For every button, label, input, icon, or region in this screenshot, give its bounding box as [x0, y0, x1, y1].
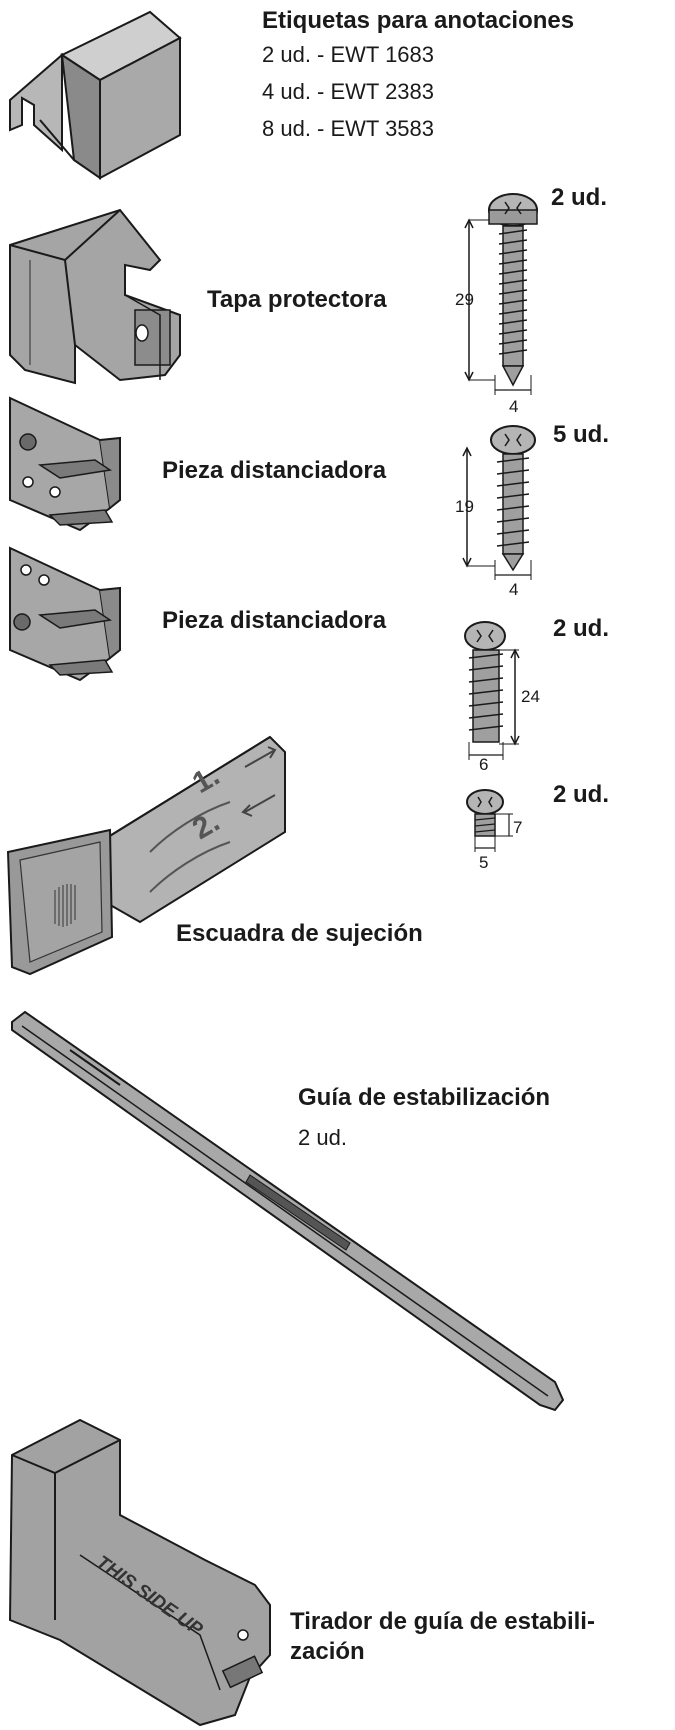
spacer-1-label: Pieza distanciadora [162, 457, 387, 484]
label-strip-illustration [9, 10, 182, 180]
labels-panel-title: Etiquetas para anotaciones [262, 7, 575, 34]
stabilizer-guide-qty: 2 ud. [298, 1125, 347, 1150]
mounting-bracket-label: Escuadra de sujeción [176, 920, 423, 947]
labels-line-1: 2 ud. - EWT 1683 [262, 42, 435, 67]
labels-line-2: 4 ud. - EWT 2383 [262, 79, 435, 104]
mounting-bracket-illustration: 1. 2. [6, 735, 286, 976]
screw-24x6-illustration: 24 6 [464, 621, 540, 772]
stabilizer-guide-title: Guía de estabilización [298, 1084, 551, 1111]
stabilizer-puller-label-line-1: Tirador de guía de estabili- [290, 1608, 595, 1635]
screw-2-length: 19 [455, 497, 474, 516]
screw-4-qty: 2 ud. [553, 781, 610, 808]
screw-1-qty: 2 ud. [551, 184, 608, 211]
screw-29x4-illustration: 29 4 [455, 193, 538, 416]
screw-4-diameter: 5 [479, 853, 488, 872]
spacer-2-label: Pieza distanciadora [162, 607, 387, 634]
spacer-1-illustration [9, 396, 121, 532]
screw-2-diameter: 4 [509, 580, 518, 599]
protective-cap-illustration [9, 208, 181, 385]
protective-cap-label: Tapa protectora [207, 286, 387, 313]
screw-1-diameter: 4 [509, 397, 518, 416]
screw-3-diameter: 6 [479, 755, 488, 772]
screw-2-qty: 5 ud. [553, 421, 610, 448]
screw-4-length: 7 [513, 818, 522, 837]
stabilizer-guide-illustration [11, 1010, 565, 1412]
spacer-2-illustration [9, 546, 121, 682]
stabilizer-puller-label-line-2: zación [290, 1638, 365, 1665]
screw-19x4-illustration: 19 4 [455, 425, 536, 599]
labels-line-3: 8 ud. - EWT 3583 [262, 116, 435, 141]
screw-1-length: 29 [455, 290, 474, 309]
screw-3-length: 24 [521, 687, 540, 706]
screw-7x5-illustration: 7 5 [466, 789, 522, 872]
stabilizer-puller-illustration: THIS SIDE UP [8, 1418, 271, 1727]
screw-3-qty: 2 ud. [553, 615, 610, 642]
